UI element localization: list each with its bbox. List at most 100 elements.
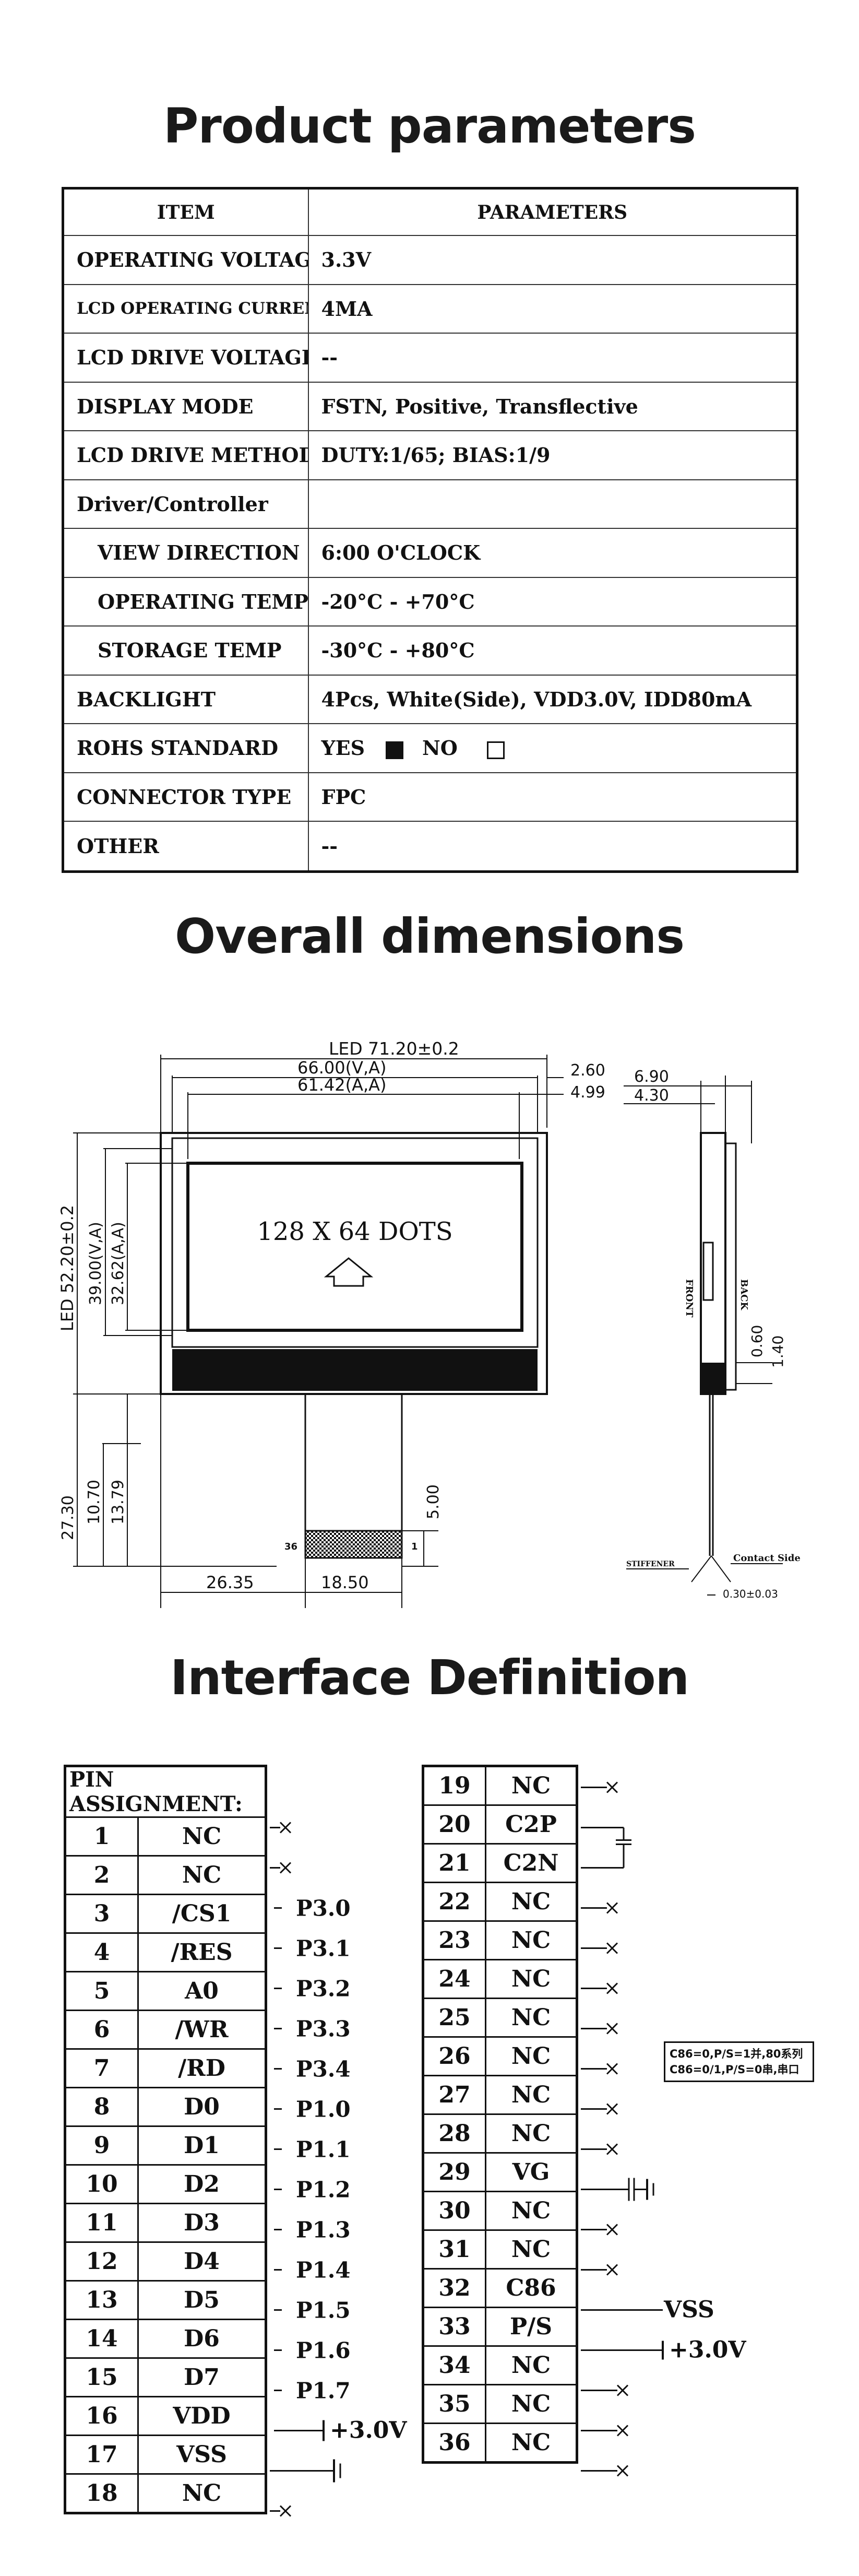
pin-number: 6: [64, 2010, 139, 2050]
pin-number: 15: [64, 2357, 139, 2397]
side-dark-band: [701, 1363, 725, 1394]
table-row: LCD DRIVE VOLTAGE--: [62, 333, 798, 383]
header-parameters: PARAMETERS: [307, 187, 798, 237]
nc-cross-mark: [606, 1781, 618, 1793]
pin-signal: NC: [485, 1998, 578, 2038]
nc-cross-mark: [279, 1862, 292, 1874]
table-row: STORAGE TEMP-30°C - +80°C: [62, 625, 798, 676]
pin-row: 7/RD: [64, 2048, 267, 2088]
pin-number: 3: [64, 1894, 139, 1934]
nc-cross-mark: [606, 2264, 618, 2276]
port-label: P1.1: [296, 2137, 351, 2163]
param-value: --: [307, 333, 798, 383]
pin-number: 26: [422, 2036, 486, 2076]
pin-number: 11: [64, 2203, 139, 2243]
note-line-2: C86=0/1,P/S=0串,串口: [670, 2063, 800, 2076]
pin-row: 3/CS1: [64, 1894, 267, 1934]
pin-signal: NC: [485, 2384, 578, 2424]
param-value: FPC: [307, 772, 798, 822]
param-name: CONNECTOR TYPE: [62, 772, 309, 822]
pin-signal: NC: [485, 2191, 578, 2231]
pin-number: 28: [422, 2113, 486, 2154]
bottom-dark-band: [172, 1349, 538, 1391]
pin-number: 7: [64, 2048, 139, 2088]
param-name: LCD DRIVE METHOD: [62, 430, 309, 480]
right-dim-b: 4.99: [570, 1083, 605, 1102]
pin-signal: C86: [485, 2268, 578, 2308]
table-row: Driver/Controller: [62, 479, 798, 529]
side-dim-060: 0.60: [748, 1325, 766, 1357]
pin-signal: A0: [137, 1971, 267, 2011]
pin-number: 8: [64, 2087, 139, 2127]
aa-height-label: 32.62(A,A): [109, 1222, 127, 1305]
port-label: P1.7: [296, 2378, 351, 2404]
rohs-yes-label: YES: [321, 736, 365, 760]
pin-signal: /WR: [137, 2010, 267, 2050]
nc-cross-mark: [606, 2063, 618, 2075]
port-label: P3.0: [296, 1896, 351, 1921]
pin-signal: D3: [137, 2203, 267, 2243]
pin-number: 34: [422, 2345, 486, 2385]
pin-number: 18: [64, 2473, 139, 2514]
pin-number: 16: [64, 2396, 139, 2436]
pin-number: 24: [422, 1959, 486, 1999]
pin-signal: NC: [485, 1882, 578, 1922]
right-dim-a: 2.60: [570, 1061, 605, 1080]
va-height-label: 39.00(V,A): [87, 1222, 105, 1305]
fpc-contacts: [304, 1530, 403, 1559]
nc-cross-mark: [606, 1982, 618, 1994]
param-name: ROHS STANDARD: [62, 723, 309, 773]
dim-2730: 27.30: [59, 1495, 77, 1540]
pin-signal: NC: [485, 1920, 578, 1960]
pin-1-label: 1: [411, 1541, 418, 1552]
param-name: VIEW DIRECTION: [62, 528, 309, 578]
stiffener-label: STIFFENER: [626, 1560, 675, 1568]
param-value: 4Pcs, White(Side), VDD3.0V, IDD80mA: [307, 674, 798, 725]
nc-cross-mark: [606, 2103, 618, 2115]
nc-cross-mark: [606, 2143, 618, 2155]
port-label: P1.4: [296, 2258, 351, 2283]
pin-signal: D4: [137, 2241, 267, 2282]
port-label: P1.6: [296, 2338, 351, 2364]
pin-signal: VG: [485, 2152, 578, 2192]
port-label: P3.3: [296, 2016, 351, 2042]
pin-number: 9: [64, 2125, 139, 2166]
param-value: 3.3V: [307, 235, 798, 285]
param-name: DISPLAY MODE: [62, 381, 309, 432]
pin-signal: D6: [137, 2319, 267, 2359]
pin-number: 13: [64, 2280, 139, 2320]
mode-note: C86=0,P/S=1并,80系列 C86=0/1,P/S=0串,串口: [664, 2041, 814, 2082]
nc-cross-mark: [279, 1822, 292, 1834]
pin-row: 6/WR: [64, 2010, 267, 2050]
pin-number: 20: [422, 1804, 486, 1845]
param-name: OTHER: [62, 821, 309, 872]
param-value: FSTN, Positive, Transflective: [307, 381, 798, 432]
va-width-label: 66.00(V,A): [297, 1058, 387, 1078]
pin-number: 36: [422, 2423, 486, 2463]
nc-cross-mark: [616, 2425, 629, 2437]
side-dim-430: 4.30: [634, 1086, 669, 1105]
pin-signal: NC: [485, 2345, 578, 2385]
aa-width-label: 61.42(A,A): [297, 1075, 387, 1095]
param-value: DUTY:1/65; BIAS:1/9: [307, 430, 798, 480]
param-value: --: [307, 821, 798, 872]
